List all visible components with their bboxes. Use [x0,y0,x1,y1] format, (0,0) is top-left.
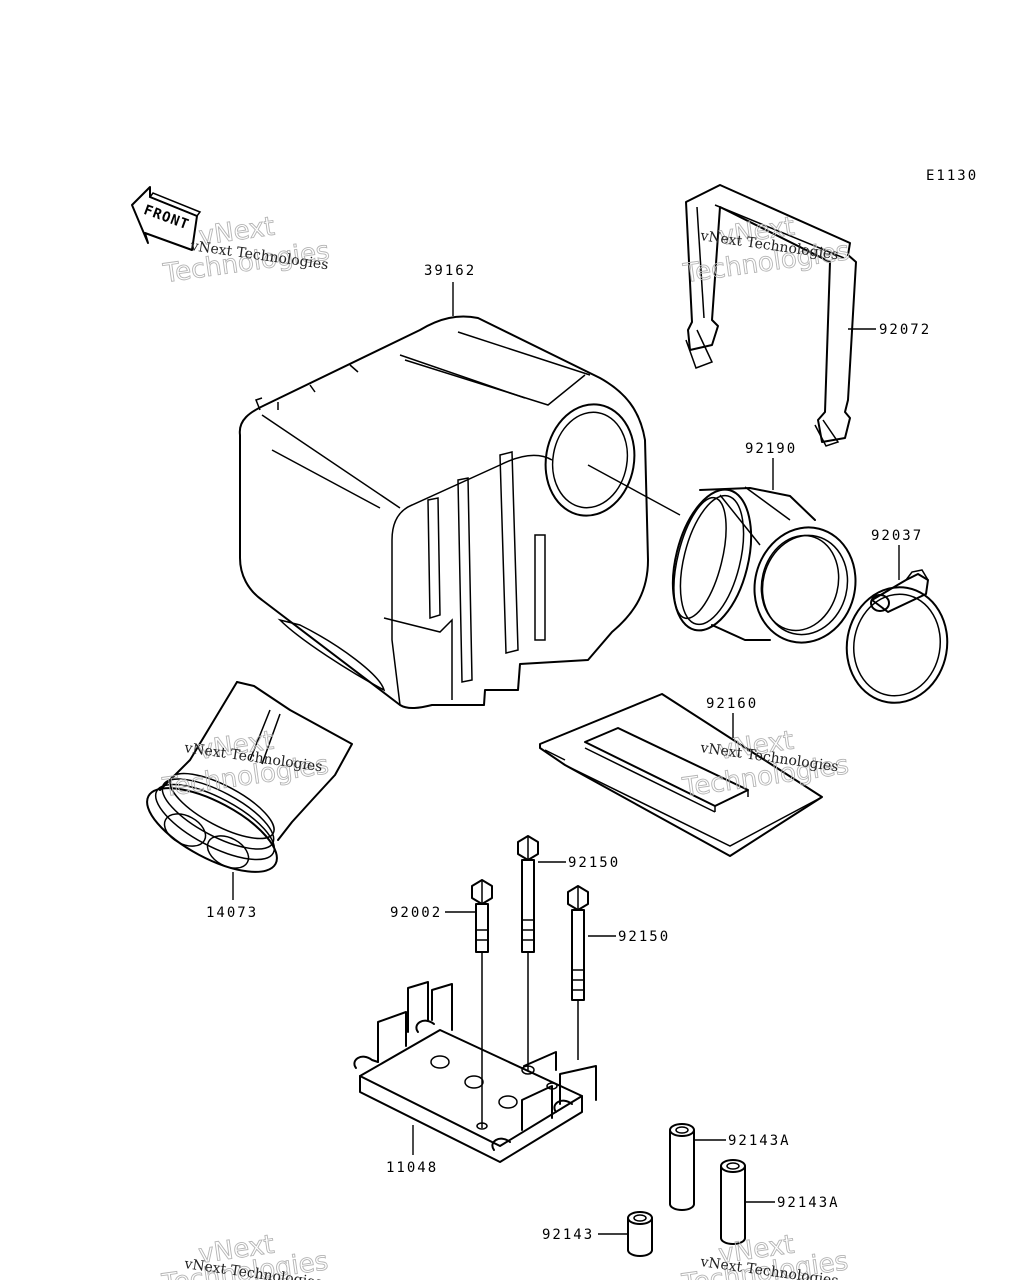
bolt-92150-long [517,835,539,953]
front-arrow-icon: FRONT [131,186,202,251]
part-number-39162: 39162 [424,263,476,279]
part-number-92037: 92037 [871,528,923,544]
diagram-code: E1130 [926,168,978,184]
part-number-92072: 92072 [879,322,931,338]
bolt-92002 [471,879,493,953]
intake-boot [146,681,353,873]
collar-92143A-upper [669,1123,695,1211]
part-number-92150-top: 92150 [568,855,620,871]
part-number-92143A-upper: 92143A [728,1133,791,1149]
clamp-strap [685,184,857,447]
bracket [353,981,597,1163]
collar-92143A-lower [720,1159,746,1245]
part-number-92160: 92160 [706,696,758,712]
hose-clamp [845,569,949,704]
part-number-92143A-lower: 92143A [777,1195,840,1211]
part-number-92002: 92002 [390,905,442,921]
collar-92143 [627,1211,653,1257]
part-number-14073: 14073 [206,905,258,921]
part-number-92143: 92143 [542,1227,594,1243]
air-cleaner-case [238,315,649,709]
bolt-92150-short [567,885,589,1001]
part-number-11048: 11048 [386,1160,438,1176]
part-number-92190: 92190 [745,441,797,457]
air-duct [671,486,857,644]
part-number-92150-bottom: 92150 [618,929,670,945]
filter-element [539,693,823,857]
watermark-6: vNext Technologies [679,1229,850,1284]
front-label: FRONT [142,202,192,233]
leader-duct-axis [587,464,681,516]
